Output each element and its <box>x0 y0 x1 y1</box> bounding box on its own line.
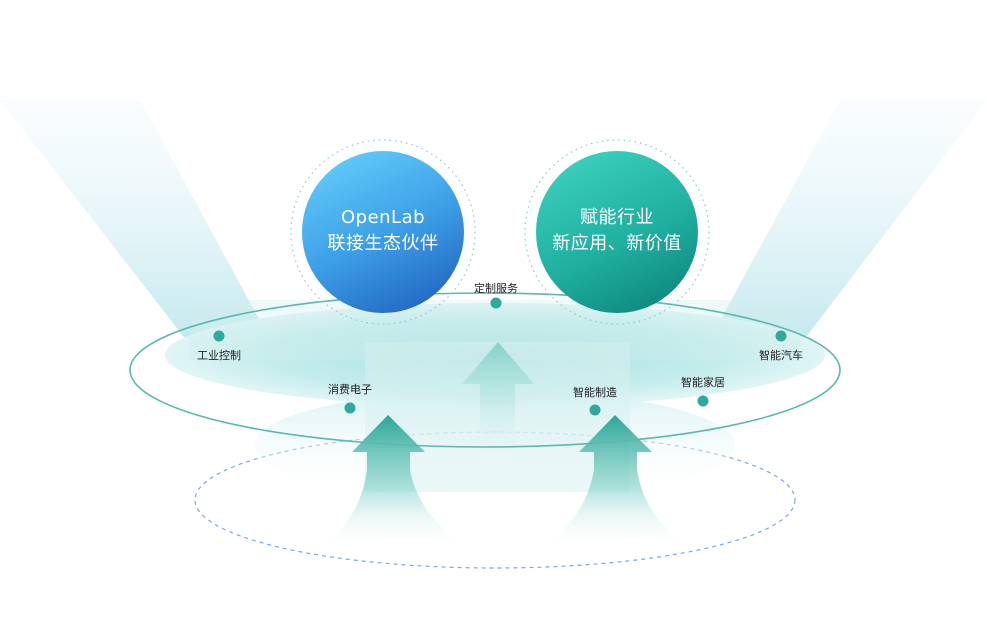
left-light-beam <box>0 100 265 345</box>
left-arrow <box>320 415 470 548</box>
right-arrow <box>540 415 692 548</box>
industry-subtitle: 新应用、新价值 <box>552 233 682 254</box>
center-arrow <box>462 342 534 480</box>
industry-dotted-ring <box>524 139 710 325</box>
node-dot-auto <box>775 330 787 342</box>
industry-circle-text: 赋能行业 新应用、新价值 <box>537 205 697 257</box>
node-label-manufacturing: 智能制造 <box>573 386 617 399</box>
node-dot-manufacturing <box>589 404 601 416</box>
openlab-circle-text: OpenLab 联接生态伙伴 <box>303 205 463 257</box>
platform-ring <box>129 292 841 448</box>
node-label-home: 智能家居 <box>681 376 725 389</box>
node-label-auto: 智能汽车 <box>759 349 803 362</box>
node-dot-custom <box>490 297 502 309</box>
openlab-circle <box>302 151 464 313</box>
industry-title: 赋能行业 <box>580 207 654 228</box>
node-label-custom: 定制服务 <box>474 282 518 295</box>
node-dot-industrial <box>213 330 225 342</box>
node-dot-home <box>697 395 709 407</box>
node-label-industrial: 工业控制 <box>197 349 241 362</box>
industry-circle <box>536 151 698 313</box>
openlab-subtitle: 联接生态伙伴 <box>327 233 439 254</box>
openlab-dotted-ring <box>290 139 476 325</box>
openlab-title: OpenLab <box>340 207 426 228</box>
node-label-consumer: 消费电子 <box>328 383 372 396</box>
node-dot-consumer <box>344 402 356 414</box>
right-light-beam <box>715 100 987 345</box>
